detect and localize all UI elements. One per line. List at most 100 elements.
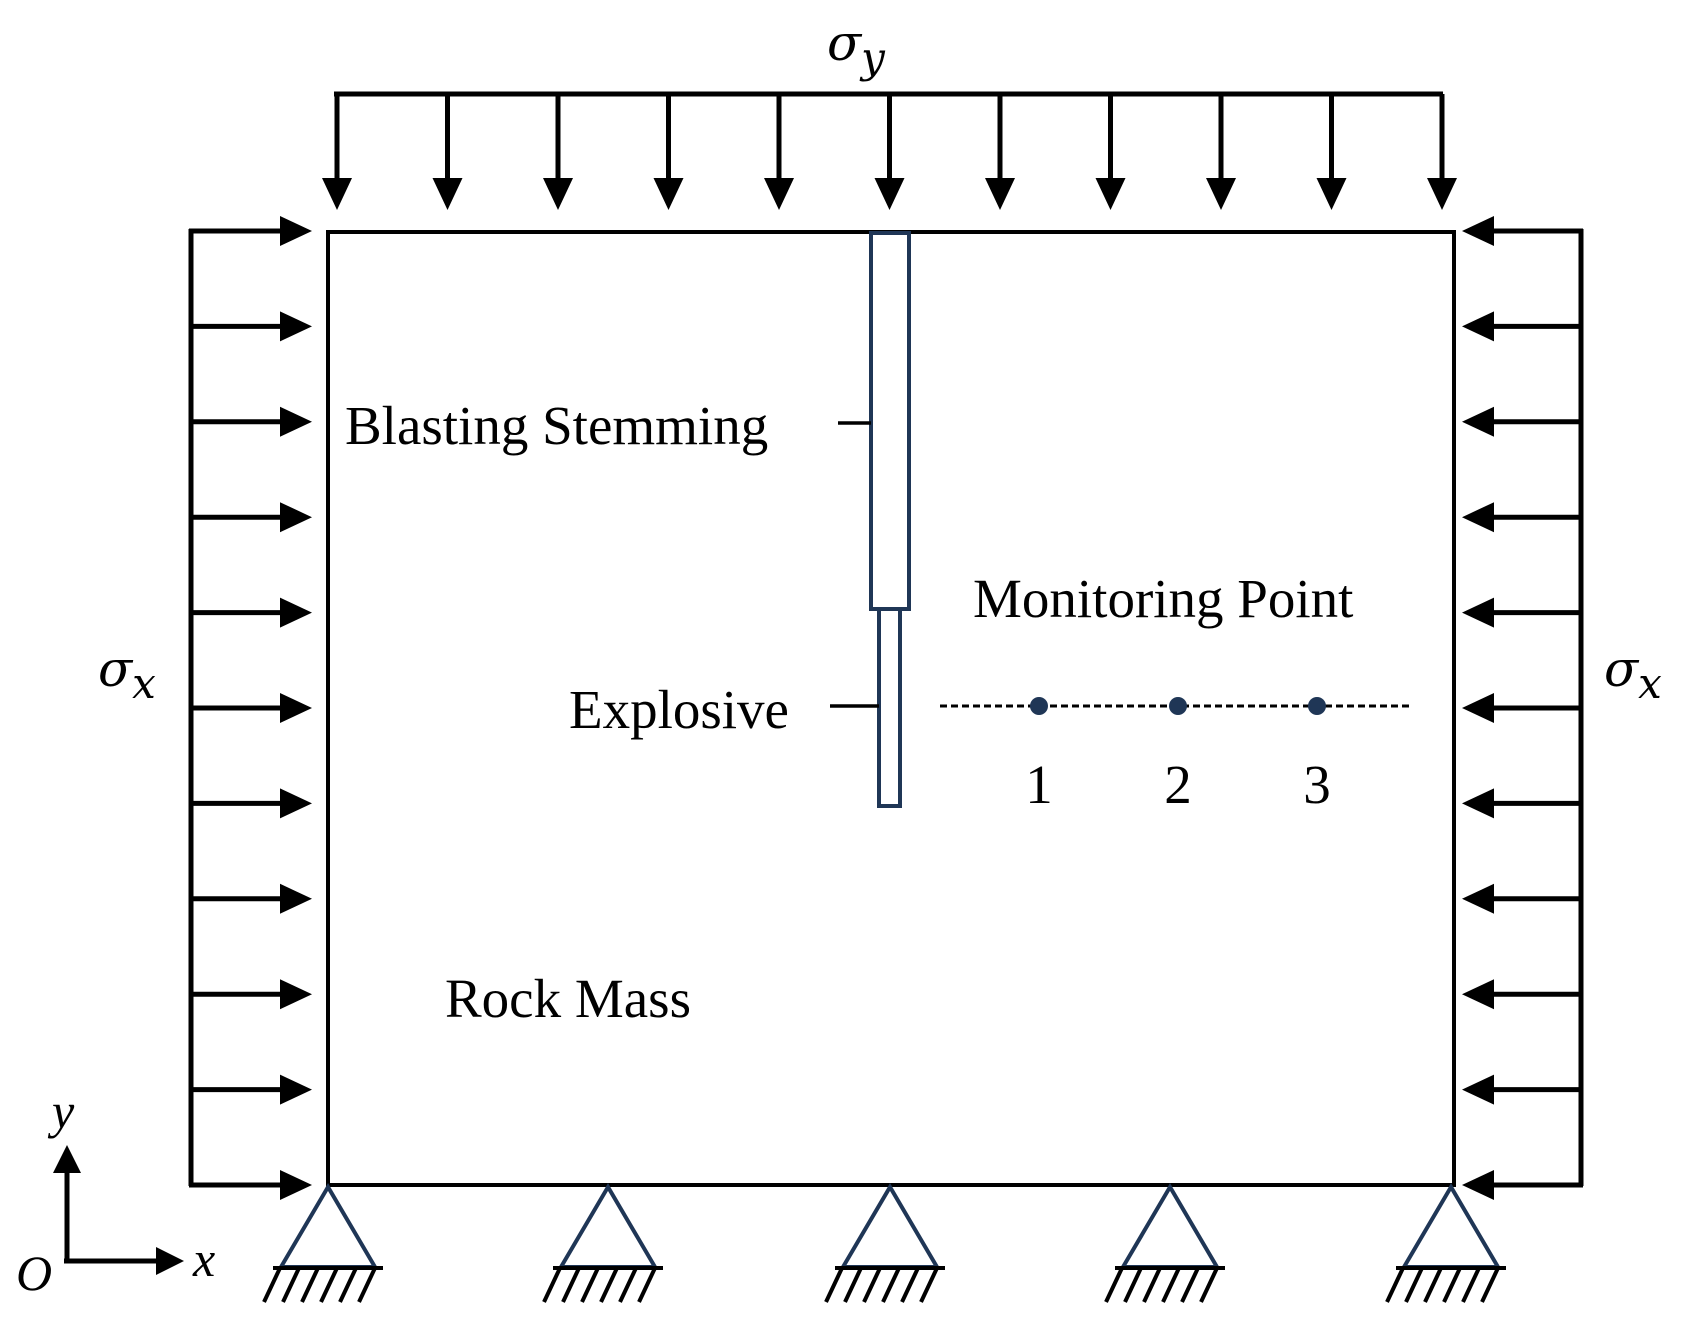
sigma-y-label: σy [827, 14, 886, 82]
support-hatch-1 [542, 1267, 562, 1303]
support-hatch-3 [862, 1267, 882, 1303]
blasting-stemming-label: Blasting Stemming [345, 395, 768, 456]
support-hatch-1 [1104, 1267, 1124, 1303]
x-axis-arrowhead [156, 1247, 184, 1275]
support-hatch-3 [1423, 1267, 1443, 1303]
support-hatch-5 [900, 1267, 920, 1303]
explosive-label: Explosive [569, 679, 789, 740]
monitoring-point-number-2: 2 [1164, 754, 1192, 815]
left-load-arrow-head-3 [280, 406, 312, 437]
left-load-arrow-head-9 [280, 979, 312, 1010]
support-triangle [277, 1183, 379, 1269]
y-axis-label: y [47, 1083, 75, 1139]
coordinate-axes: y x O [16, 1083, 215, 1301]
top-load-arrow-head-3 [543, 178, 573, 210]
left-load-arrow-head-11 [280, 1170, 312, 1200]
monitoring-point-dot-1 [1030, 697, 1048, 715]
left-load-arrow-head-1 [280, 216, 312, 246]
pin-support-5 [1385, 1183, 1506, 1303]
top-load-arrow-head-5 [764, 178, 794, 210]
pin-supports [262, 1183, 1506, 1303]
support-hatch-1 [824, 1267, 844, 1303]
support-hatch-4 [881, 1267, 901, 1303]
left-load-arrow-head-2 [280, 311, 312, 342]
pin-support-3 [824, 1183, 945, 1303]
left-load-arrow-head-6 [280, 693, 312, 723]
top-load-arrow-head-4 [653, 178, 684, 210]
monitoring-point-number-1: 1 [1025, 754, 1053, 815]
top-load-arrow-head-7 [985, 178, 1015, 210]
stemming-rect [869, 231, 911, 611]
support-hatch-3 [300, 1267, 320, 1303]
support-hatch-6 [1480, 1267, 1500, 1303]
left-load-arrow-head-4 [280, 502, 312, 533]
monitoring-point-label: Monitoring Point [973, 568, 1353, 629]
pin-support-4 [1104, 1183, 1225, 1303]
right-load-arrow-head-5 [1462, 597, 1494, 628]
monitoring-point-number-3: 3 [1303, 754, 1331, 815]
right-load-arrow-head-7 [1462, 788, 1494, 819]
right-load-arrow-head-6 [1462, 693, 1494, 723]
support-hatch-2 [1123, 1267, 1143, 1303]
x-axis-label: x [192, 1231, 215, 1287]
support-hatch-6 [1199, 1267, 1219, 1303]
top-load-arrow-head-9 [1206, 178, 1236, 210]
sigma-x-right-label: σx [1604, 640, 1662, 708]
left-load-arrow-head-10 [280, 1074, 312, 1105]
top-load-arrow-head-11 [1427, 178, 1457, 210]
right-load-arrow-head-10 [1462, 1074, 1494, 1105]
right-distributed-load [1462, 216, 1584, 1200]
origin-label: O [16, 1245, 52, 1301]
support-hatch-5 [338, 1267, 358, 1303]
support-hatch-2 [561, 1267, 581, 1303]
support-hatch-2 [1404, 1267, 1424, 1303]
right-load-arrow-head-8 [1462, 883, 1494, 914]
support-hatch-1 [1385, 1267, 1405, 1303]
support-hatch-1 [262, 1267, 282, 1303]
top-load-arrow-head-10 [1316, 178, 1347, 210]
support-hatch-3 [1142, 1267, 1162, 1303]
monitoring-point-dot-3 [1308, 697, 1326, 715]
support-triangle [557, 1183, 659, 1269]
top-load-arrow-head-2 [432, 178, 463, 210]
right-load-arrow-head-1 [1462, 216, 1494, 246]
left-load-arrow-head-7 [280, 788, 312, 819]
support-hatch-2 [843, 1267, 863, 1303]
left-load-arrow-head-5 [280, 597, 312, 628]
right-load-arrow-head-3 [1462, 406, 1494, 437]
sigma-x-left-label: σx [98, 640, 156, 708]
left-distributed-load [188, 216, 312, 1200]
support-hatch-4 [1442, 1267, 1462, 1303]
support-hatch-3 [580, 1267, 600, 1303]
support-triangle [839, 1183, 941, 1269]
top-load-arrow-head-6 [874, 178, 905, 210]
support-hatch-5 [1180, 1267, 1200, 1303]
support-hatch-6 [919, 1267, 939, 1303]
support-hatch-4 [319, 1267, 339, 1303]
support-hatch-5 [618, 1267, 638, 1303]
pin-support-2 [542, 1183, 663, 1303]
support-triangle [1400, 1183, 1502, 1269]
explosive-rect [877, 607, 902, 808]
right-load-arrow-head-2 [1462, 311, 1494, 342]
pin-support-1 [262, 1183, 383, 1303]
top-load-arrow-head-8 [1095, 178, 1126, 210]
top-distributed-load [322, 91, 1457, 210]
right-load-arrow-head-4 [1462, 502, 1494, 533]
top-load-arrow-head-1 [322, 178, 352, 210]
y-axis-arrowhead [53, 1145, 81, 1173]
monitoring-point-dot-2 [1169, 697, 1187, 715]
support-triangle [1119, 1183, 1221, 1269]
support-hatch-6 [637, 1267, 657, 1303]
support-hatch-2 [281, 1267, 301, 1303]
support-hatch-4 [1161, 1267, 1181, 1303]
right-load-arrow-head-9 [1462, 979, 1494, 1010]
left-load-arrow-head-8 [280, 883, 312, 914]
support-hatch-5 [1461, 1267, 1481, 1303]
support-hatch-4 [599, 1267, 619, 1303]
right-load-arrow-head-11 [1462, 1170, 1494, 1200]
support-hatch-6 [357, 1267, 377, 1303]
monitoring-points: 1 2 3 [1025, 697, 1331, 815]
rock-mass-label: Rock Mass [445, 968, 691, 1029]
